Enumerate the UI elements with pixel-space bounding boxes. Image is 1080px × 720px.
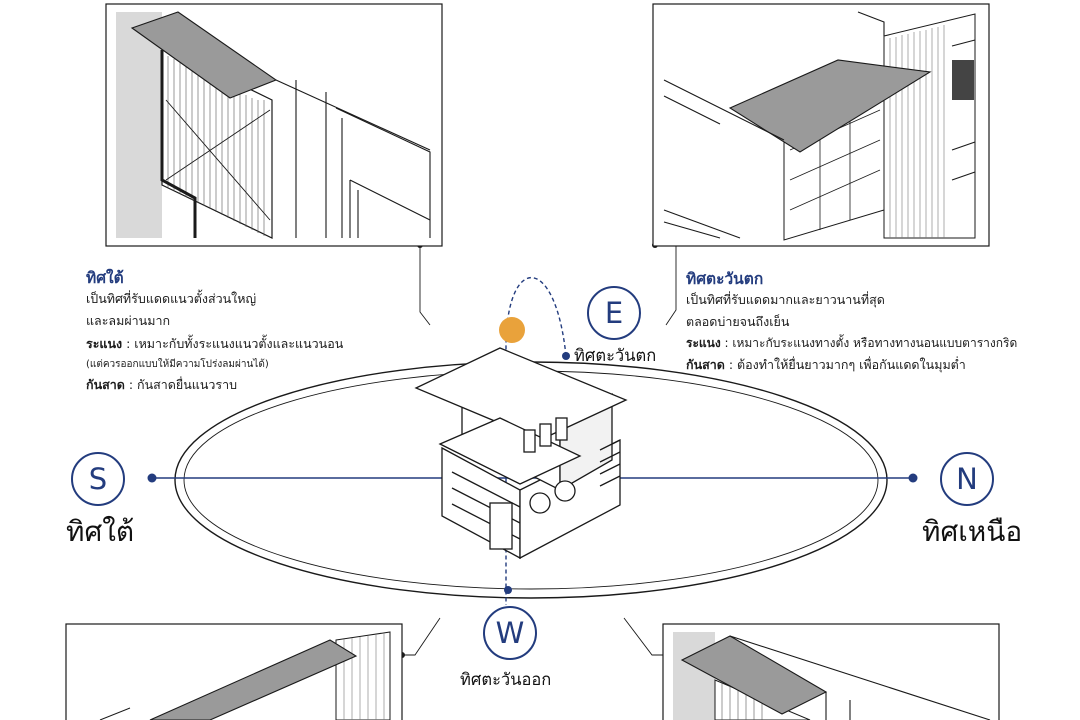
south-note-line2: และลมผ่านมาก (86, 313, 171, 328)
south-note-heading: ทิศใต้ (86, 269, 124, 287)
east-compass-badge: E (587, 286, 641, 340)
sun-icon (499, 317, 525, 343)
west-fin-key: ระแนง (686, 336, 721, 350)
house-window-3 (555, 417, 568, 441)
east-path-dot (562, 352, 570, 360)
house-icon (414, 347, 628, 560)
south-canopy-text: : กันสาดยื่นแนวราบ (124, 377, 238, 392)
north-compass-badge: N (940, 452, 994, 506)
west-path-dot (504, 586, 512, 594)
south-axis-dot (147, 473, 157, 483)
house-door (489, 502, 513, 550)
south-compass-badge: S (71, 452, 125, 506)
house-window-1 (523, 429, 536, 453)
detail-west-facade (652, 3, 990, 247)
detail-east-facade (65, 623, 403, 720)
south-fin-key: ระแนง (86, 336, 123, 351)
house-window-2 (539, 423, 552, 447)
east-label: ทิศตะวันตก (574, 346, 657, 365)
sun-path-arc (505, 276, 567, 605)
south-note-canopy: กันสาด : กันสาดยื่นแนวราบ (86, 377, 237, 392)
house-window-round-1 (529, 492, 551, 514)
west-note-line2: ตลอดบ่ายจนถึงเย็น (686, 314, 790, 329)
bottom-right-leader-line (623, 617, 666, 656)
south-canopy-key: กันสาด (86, 377, 125, 392)
north-axis-dot (908, 473, 918, 483)
west-note-heading: ทิศตะวันตก (686, 270, 764, 288)
west-canopy-key: กันสาด (686, 357, 725, 372)
south-note-line1: เป็นทิศที่รับแดดแนวตั้งส่วนใหญ่ (86, 291, 257, 306)
west-label: ทิศตะวันออก (460, 670, 552, 689)
detail-north-facade (662, 623, 1000, 720)
bottom-left-leader-line (402, 617, 441, 656)
south-leader-line (419, 245, 431, 326)
south-note-fin-note: (แต่ควรออกแบบให้มีความโปร่งลมผ่านได้) (86, 359, 269, 370)
detail-south-facade (105, 3, 443, 247)
east-canopy (149, 639, 358, 720)
west-note-line1: เป็นทิศที่รับแดดมากและยาวนานที่สุด (686, 292, 885, 307)
south-note-fin: ระแนง : เหมาะกับทั้งระแนงแนวตั้งและแนวนอ… (86, 336, 343, 351)
west-leader-line (655, 244, 677, 326)
west-note-fin: ระแนง : เหมาะกับระแนงทางตั้ง หรือทางทางน… (686, 336, 1017, 351)
west-canopy (728, 59, 932, 153)
west-fin-text: : เหมาะกับระแนงทางตั้ง หรือทางทางนอนแบบต… (720, 336, 1018, 350)
house-canopy (438, 417, 582, 485)
north-label: ทิศเหนือ (922, 515, 1023, 548)
west-note-canopy: กันสาด : ต้องทำให้ยื่นยาวมากๆ เพื่อกันแด… (686, 357, 966, 372)
house-window-round-2 (554, 480, 576, 502)
west-canopy-text: : ต้องทำให้ยื่นยาวมากๆ เพื่อกันแดดในมุมต… (724, 357, 966, 372)
south-label: ทิศใต้ (66, 515, 135, 548)
south-fin-text: : เหมาะกับทั้งระแนงแนวตั้งและแนวนอน (122, 336, 344, 351)
west-compass-badge: W (483, 606, 537, 660)
